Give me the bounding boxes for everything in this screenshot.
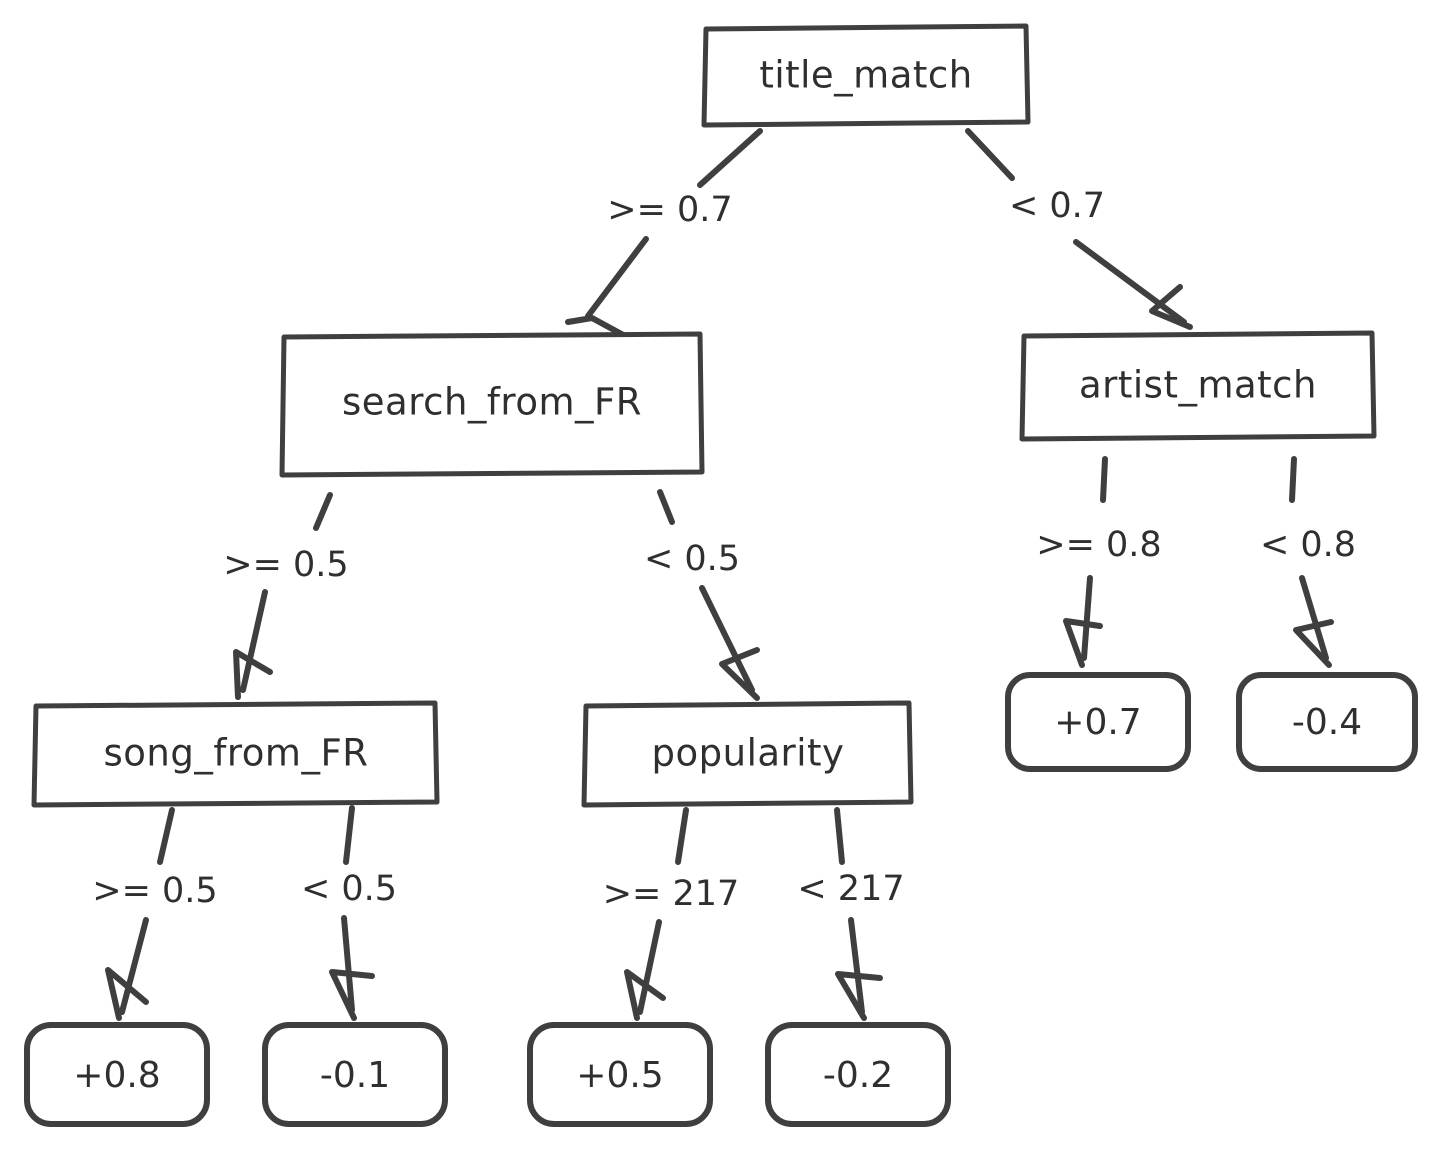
leaf-plus-0-5-label: +0.5 xyxy=(576,1055,663,1096)
node-search_from_FR-label: search_from_FR xyxy=(342,381,642,424)
edge-label-group: >= 0.7 < 0.7 >= 0.5 < 0.5 >= 0.8 < 0.8 >… xyxy=(92,186,1356,914)
edge-song_from_FR-leaf_p08 xyxy=(105,807,175,1021)
edge-artist_match-leaf_m04 xyxy=(1289,456,1334,668)
leaf-minus-0-4[interactable]: -0.4 xyxy=(1236,672,1418,772)
leaf-minus-0-1-label: -0.1 xyxy=(320,1055,390,1096)
node-title_match-label: title_match xyxy=(759,54,972,97)
edge-popularity-leaf_m02 xyxy=(834,807,883,1021)
edge-label-search-ge-05: >= 0.5 xyxy=(223,545,348,585)
node-song_from_FR-label: song_from_FR xyxy=(104,732,369,775)
leaf-plus-0-8[interactable]: +0.8 xyxy=(24,1022,210,1127)
edge-label-artist-ge-08: >= 0.8 xyxy=(1036,525,1161,565)
edge-title_match-artist_match xyxy=(965,128,1193,330)
edge-search_from_FR-popularity xyxy=(657,489,760,701)
edge-label-artist-lt-08: < 0.8 xyxy=(1260,525,1356,565)
edge-popularity-leaf_p05 xyxy=(624,807,689,1021)
edge-label-search-lt-05: < 0.5 xyxy=(644,539,740,579)
edge-song_from_FR-leaf_m01 xyxy=(329,805,375,1021)
node-song_from_FR[interactable]: song_from_FR xyxy=(31,700,440,808)
leaf-plus-0-5[interactable]: +0.5 xyxy=(527,1022,713,1127)
node-artist_match-label: artist_match xyxy=(1079,364,1317,407)
edge-label-title-ge-07: >= 0.7 xyxy=(607,190,732,230)
leaf-minus-0-4-label: -0.4 xyxy=(1292,702,1362,743)
leaf-plus-0-8-label: +0.8 xyxy=(73,1055,160,1096)
edge-search_from_FR-song_from_FR xyxy=(233,492,333,700)
leaf-minus-0-1[interactable]: -0.1 xyxy=(262,1022,448,1127)
leaf-plus-0-7[interactable]: +0.7 xyxy=(1005,672,1191,772)
node-popularity-label: popularity xyxy=(652,732,845,775)
edge-title_match-search_from_FR xyxy=(565,128,763,340)
node-search_from_FR[interactable]: search_from_FR xyxy=(279,331,705,478)
node-popularity[interactable]: popularity xyxy=(581,700,914,808)
node-artist_match[interactable]: artist_match xyxy=(1019,330,1377,442)
edge-label-title-lt-07: < 0.7 xyxy=(1009,186,1105,226)
leaf-minus-0-2-label: -0.2 xyxy=(823,1055,893,1096)
node-title_match[interactable]: title_match xyxy=(701,23,1031,128)
edge-label-song-lt-05: < 0.5 xyxy=(301,869,397,909)
edge-label-popularity-lt-217: < 217 xyxy=(797,869,904,909)
leaf-plus-0-7-label: +0.7 xyxy=(1054,702,1141,743)
edge-artist_match-leaf_p07 xyxy=(1063,456,1108,668)
edge-label-popularity-ge-217: >= 217 xyxy=(603,874,740,914)
leaf-minus-0-2[interactable]: -0.2 xyxy=(765,1022,951,1127)
edge-label-song-ge-05: >= 0.5 xyxy=(92,871,217,911)
edge-group xyxy=(105,128,1334,1021)
